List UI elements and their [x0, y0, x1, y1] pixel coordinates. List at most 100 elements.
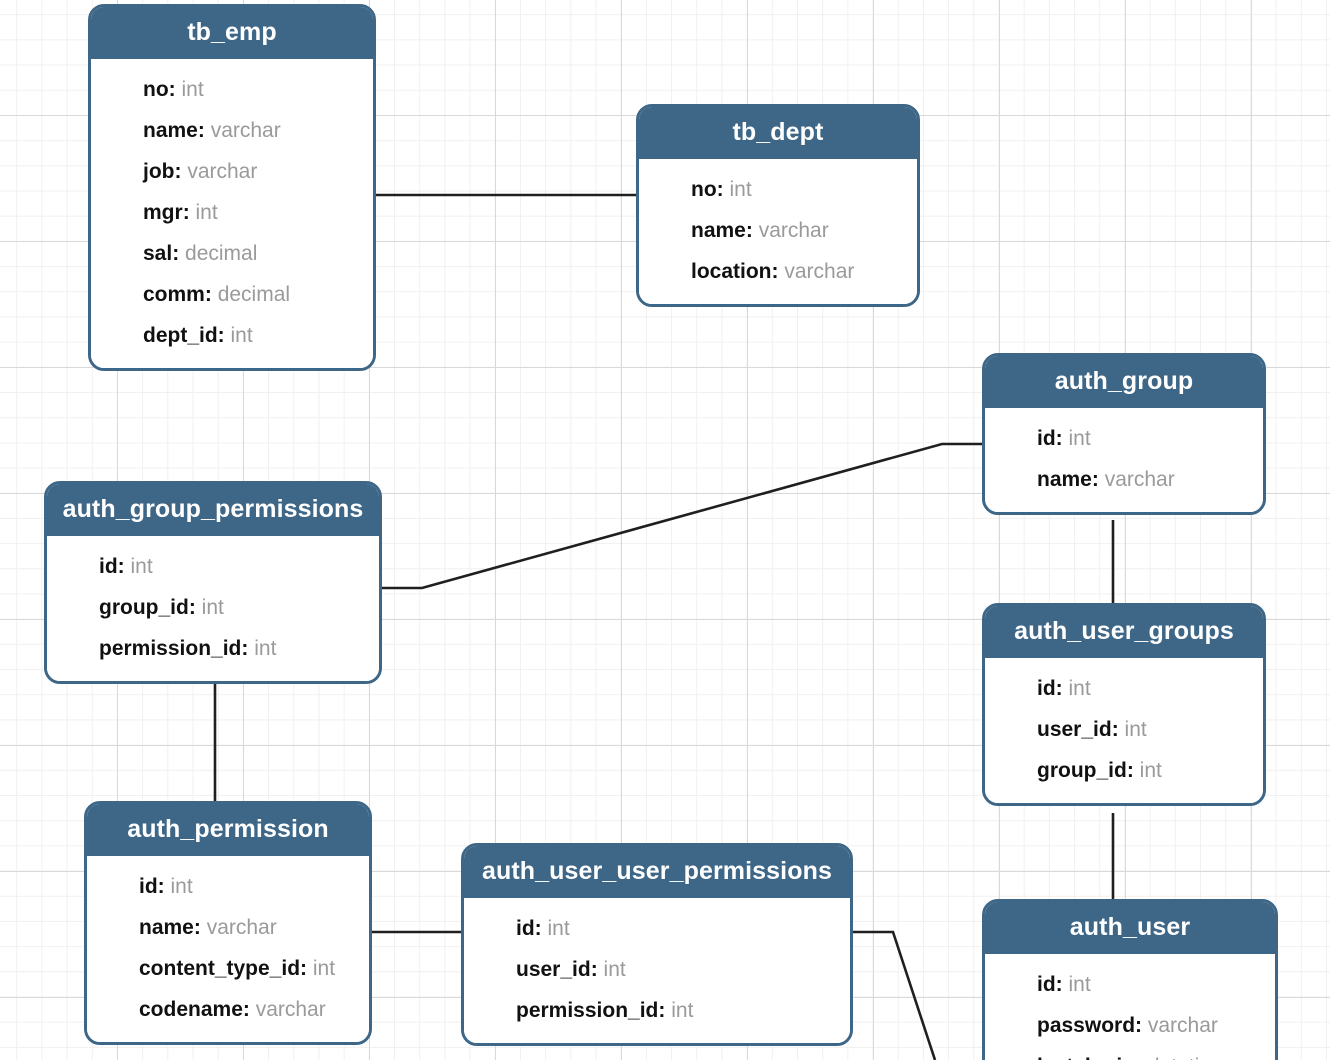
- attribute-row[interactable]: name: varchar: [985, 459, 1263, 500]
- attribute-row[interactable]: comm: decimal: [91, 274, 373, 315]
- attribute-type: varchar: [1147, 1014, 1218, 1037]
- attribute-row[interactable]: no: int: [91, 69, 373, 110]
- attribute-row[interactable]: id: int: [464, 908, 850, 949]
- attribute-name: dept_id: [143, 324, 218, 347]
- attribute-name: id: [1037, 427, 1056, 450]
- attribute-name: name: [691, 219, 746, 242]
- attribute-type: int: [181, 78, 204, 101]
- attribute-row[interactable]: sal: decimal: [91, 233, 373, 274]
- relationship-edge-auth_group_permissions-to-auth_group[interactable]: [382, 442, 982, 590]
- attribute-row[interactable]: name: varchar: [91, 110, 373, 151]
- attribute-row[interactable]: no: int: [639, 169, 917, 210]
- attribute-separator: :: [1135, 1055, 1148, 1060]
- attribute-name: mgr: [143, 201, 183, 224]
- attribute-row[interactable]: content_type_id: int: [87, 948, 369, 989]
- attribute-row[interactable]: user_id: int: [985, 709, 1263, 750]
- entity-title-auth_group: auth_group: [985, 356, 1263, 408]
- attribute-row[interactable]: group_id: int: [47, 587, 379, 628]
- attribute-row[interactable]: name: varchar: [87, 907, 369, 948]
- attribute-separator: :: [1055, 973, 1069, 996]
- attribute-name: location: [691, 260, 772, 283]
- attribute-name: id: [1037, 973, 1056, 996]
- attribute-separator: :: [1126, 759, 1140, 782]
- attribute-name: user_id: [1037, 718, 1112, 741]
- attribute-name: password: [1037, 1014, 1136, 1037]
- attribute-row[interactable]: id: int: [985, 418, 1263, 459]
- relationship-edge-auth_user_user_permissions-to-auth_user[interactable]: [853, 930, 937, 1060]
- attribute-row[interactable]: id: int: [47, 546, 379, 587]
- attribute-separator: :: [217, 324, 231, 347]
- attribute-row[interactable]: permission_id: int: [464, 990, 850, 1031]
- entity-title-auth_group_permissions: auth_group_permissions: [47, 484, 379, 536]
- attribute-separator: :: [300, 957, 313, 980]
- entity-title-tb_emp: tb_emp: [91, 7, 373, 59]
- attribute-name: content_type_id: [139, 957, 301, 980]
- attribute-row[interactable]: user_id: int: [464, 949, 850, 990]
- attribute-separator: :: [658, 999, 672, 1022]
- attribute-separator: :: [1091, 468, 1105, 491]
- attribute-type: varchar: [1104, 468, 1175, 491]
- attribute-row[interactable]: name: varchar: [639, 210, 917, 251]
- attribute-row[interactable]: id: int: [87, 866, 369, 907]
- entity-title-auth_permission: auth_permission: [87, 804, 369, 856]
- attribute-separator: :: [534, 917, 548, 940]
- attribute-name: permission_id: [516, 999, 659, 1022]
- attribute-row[interactable]: job: varchar: [91, 151, 373, 192]
- attribute-type: int: [130, 555, 153, 578]
- attribute-type: datetime: [1148, 1055, 1229, 1060]
- attribute-row[interactable]: dept_id: int: [91, 315, 373, 356]
- attribute-row[interactable]: codename: varchar: [87, 989, 369, 1030]
- attribute-type: varchar: [187, 160, 258, 183]
- attribute-separator: :: [172, 242, 186, 265]
- attribute-type: varchar: [784, 260, 855, 283]
- attribute-type: varchar: [206, 916, 277, 939]
- attribute-separator: :: [174, 160, 188, 183]
- attribute-type: int: [170, 875, 193, 898]
- attribute-type: int: [1068, 677, 1091, 700]
- attribute-separator: :: [204, 283, 218, 306]
- attribute-type: int: [1068, 427, 1091, 450]
- attribute-separator: :: [242, 998, 256, 1021]
- attribute-row[interactable]: id: int: [985, 668, 1263, 709]
- attribute-row[interactable]: location: varchar: [639, 251, 917, 292]
- attribute-separator: :: [182, 201, 196, 224]
- attribute-row[interactable]: mgr: int: [91, 192, 373, 233]
- attribute-separator: :: [771, 260, 785, 283]
- attribute-separator: :: [157, 875, 171, 898]
- attribute-row[interactable]: password: varchar: [985, 1005, 1275, 1046]
- attribute-name: group_id: [99, 596, 189, 619]
- attribute-row[interactable]: group_id: int: [985, 750, 1263, 791]
- attribute-row[interactable]: id: int: [985, 964, 1275, 1005]
- attribute-separator: :: [1111, 718, 1125, 741]
- attribute-name: last_login: [1037, 1055, 1135, 1060]
- attribute-type: int: [254, 637, 277, 660]
- attribute-name: name: [139, 916, 194, 939]
- attribute-separator: :: [168, 78, 182, 101]
- attribute-type: int: [312, 957, 336, 980]
- entity-title-auth_user: auth_user: [985, 902, 1275, 954]
- attribute-name: name: [1037, 468, 1092, 491]
- entity-title-tb_dept: tb_dept: [639, 107, 917, 159]
- attribute-separator: :: [197, 119, 211, 142]
- attribute-row[interactable]: permission_id: int: [47, 628, 379, 669]
- attribute-type: varchar: [758, 219, 829, 242]
- attribute-separator: :: [1055, 677, 1069, 700]
- attribute-separator: :: [241, 637, 255, 660]
- attribute-name: group_id: [1037, 759, 1127, 782]
- attribute-row[interactable]: last_login: datetime: [985, 1046, 1275, 1060]
- attribute-name: no: [143, 78, 169, 101]
